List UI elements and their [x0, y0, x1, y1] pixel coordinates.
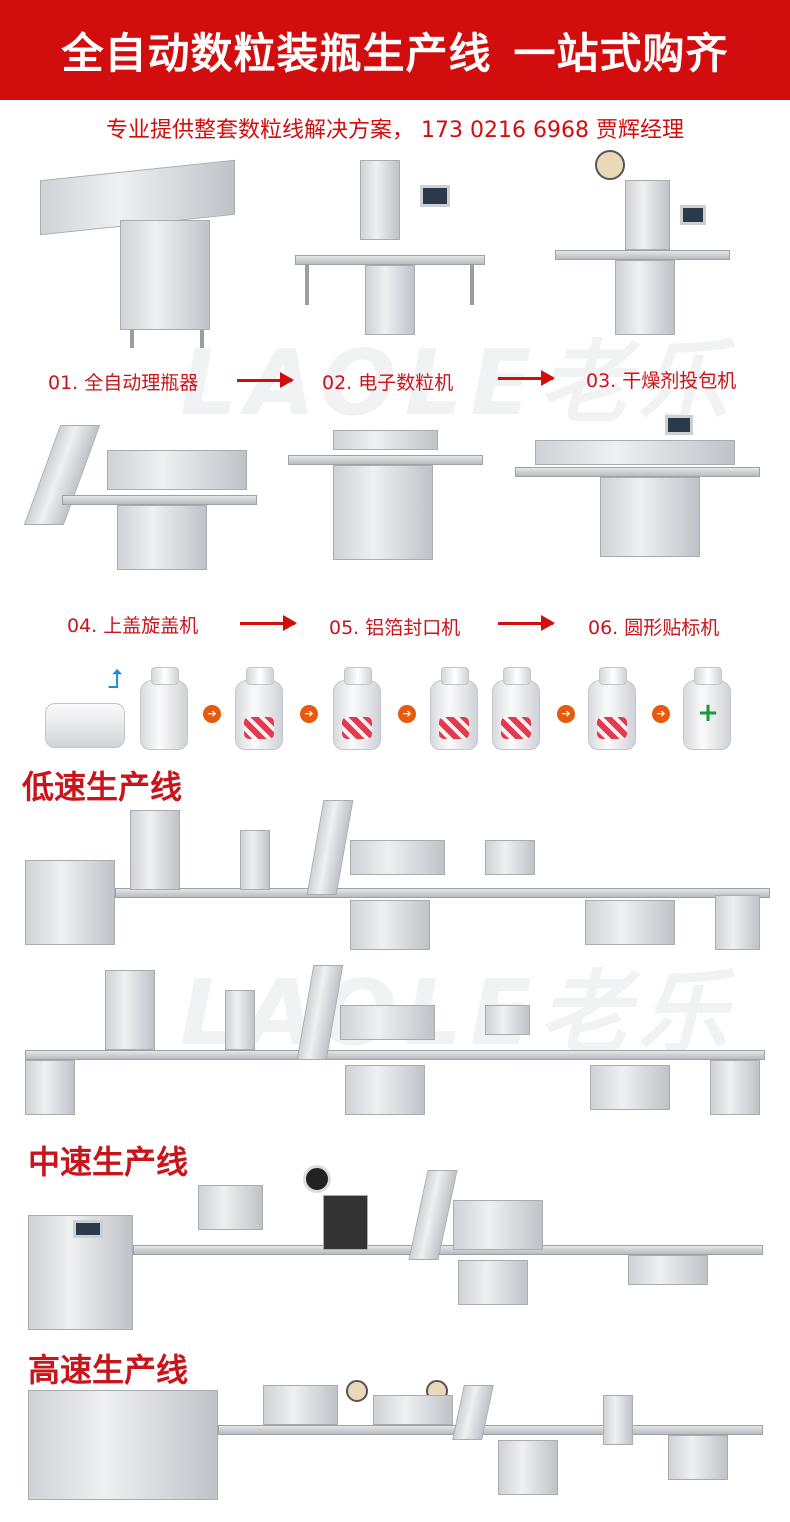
contact-name: 贾辉经理	[595, 118, 684, 143]
low-speed-line-image-1	[25, 800, 770, 955]
low-speed-line-image-2	[25, 965, 765, 1120]
arrow-icon	[237, 372, 294, 388]
section-title-low-speed: 低速生产线	[22, 768, 183, 806]
bottle-labeled-icon: +	[683, 667, 731, 750]
machine-label-04: 04. 上盖旋盖机	[67, 615, 199, 637]
contact-phone: 173 0216 6968	[421, 118, 589, 143]
step-arrow-icon: ➔	[557, 705, 575, 723]
arrow-up-icon: ⮥	[108, 665, 124, 695]
header-banner: 全自动数粒装瓶生产线 一站式购齐	[0, 0, 790, 100]
machine-capper-image	[22, 405, 257, 590]
subtitle-text: 专业提供整套数粒线解决方案，	[106, 118, 415, 143]
machine-label-05: 05. 铝箔封口机	[329, 617, 461, 639]
machine-foil-sealer-image	[288, 405, 483, 585]
bottle-capping-icon	[492, 667, 540, 750]
machine-desiccant-inserter-image	[555, 150, 730, 355]
step-arrow-icon: ➔	[300, 705, 318, 723]
bottle-desiccant-icon	[430, 667, 478, 750]
machine-bottle-unscrambler-image	[35, 159, 240, 355]
header-title: 全自动数粒装瓶生产线	[61, 28, 492, 78]
step-arrow-icon: ➔	[398, 705, 416, 723]
bottle-process-strip: ⮥ ➔ ➔ ➔ ➔ ➔ +	[0, 655, 790, 755]
step-arrow-icon: ➔	[203, 705, 221, 723]
watermark: LAOLE老乐	[180, 331, 736, 436]
machine-label-03: 03. 干燥剂投包机	[586, 370, 737, 392]
machine-tablet-counter-image	[295, 155, 485, 345]
subtitle: 专业提供整套数粒线解决方案， 173 0216 6968 贾辉经理	[0, 112, 790, 144]
machine-label-02: 02. 电子数粒机	[322, 372, 454, 394]
bottle-filled-icon	[235, 667, 283, 750]
mid-speed-line-image	[28, 1165, 763, 1335]
section-title-high-speed: 高速生产线	[28, 1351, 189, 1389]
machine-label-06: 06. 圆形贴标机	[588, 617, 720, 639]
high-speed-line-image	[28, 1380, 763, 1505]
bottle-lying-icon	[45, 703, 125, 748]
watermark: LAOLE老乐	[180, 961, 736, 1066]
machine-label-01: 01. 全自动理瓶器	[48, 372, 199, 394]
arrow-icon	[240, 615, 297, 631]
bottle-filled-icon	[333, 667, 381, 750]
machine-round-labeler-image	[515, 415, 760, 585]
section-title-mid-speed: 中速生产线	[28, 1143, 189, 1181]
bottle-sealed-icon	[588, 667, 636, 750]
step-arrow-icon: ➔	[652, 705, 670, 723]
header-slogan: 一站式购齐	[513, 28, 729, 78]
arrow-icon	[498, 370, 555, 386]
arrow-icon	[498, 615, 555, 631]
bottle-empty-icon	[140, 667, 188, 750]
